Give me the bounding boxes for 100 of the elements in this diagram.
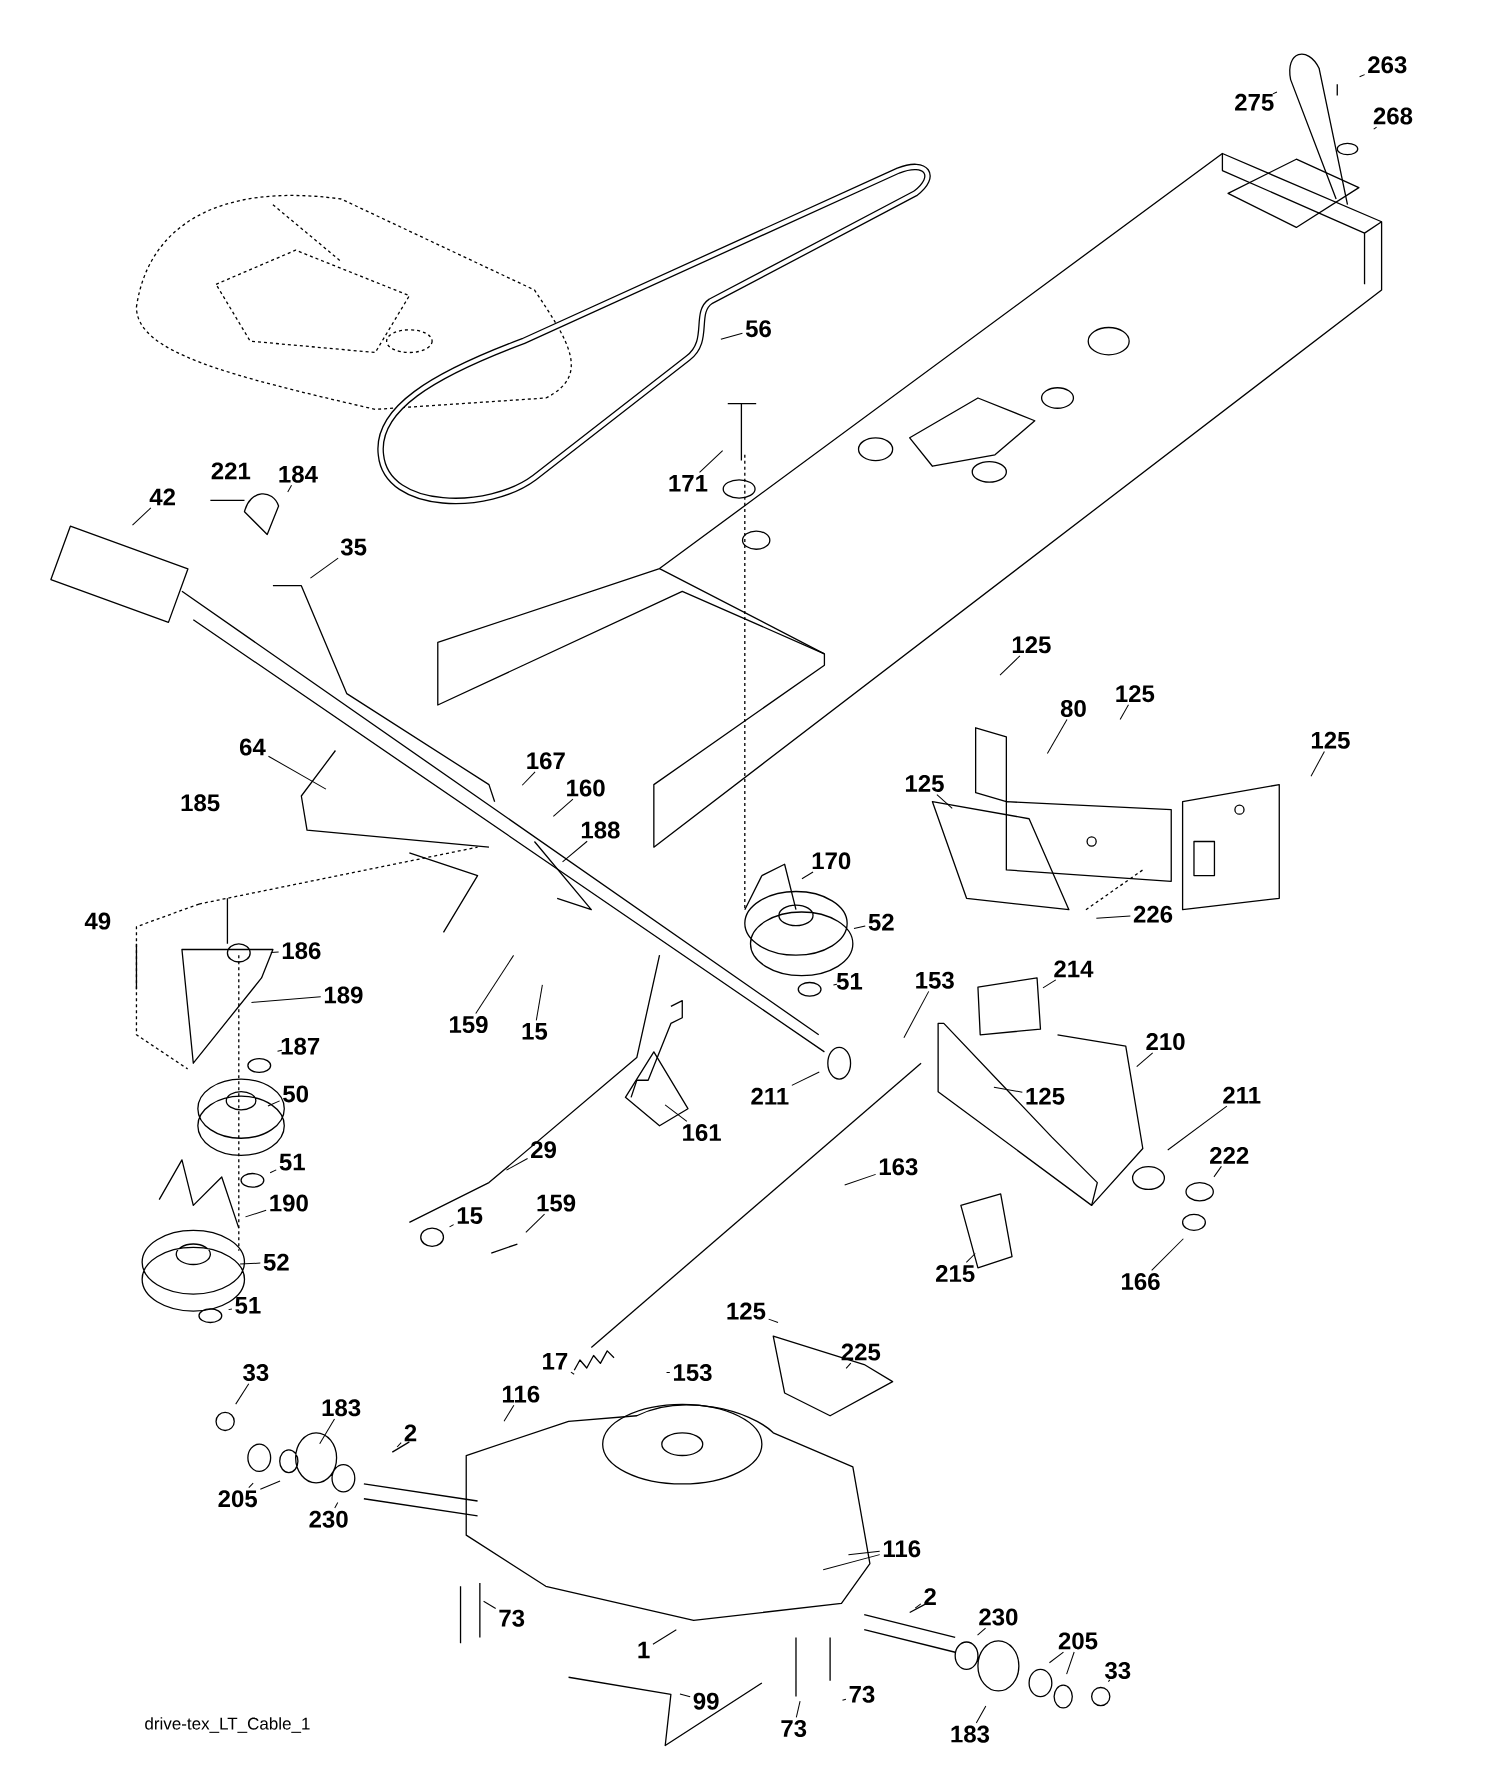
leader-line <box>248 1482 254 1489</box>
callout-number: 230 <box>309 1510 348 1528</box>
callout-number: 159 <box>537 1194 575 1212</box>
leader-line <box>914 1603 922 1609</box>
callout-number: 275 <box>1234 93 1274 111</box>
callout-number: 51 <box>279 1153 305 1171</box>
leader-line <box>250 996 322 1003</box>
callout-number: 73 <box>849 1685 875 1703</box>
callout-number: 125 <box>1026 1087 1065 1105</box>
leader-line <box>844 1173 876 1186</box>
leader-line <box>903 990 930 1039</box>
leader-line <box>396 1442 402 1448</box>
callout-number: 116 <box>502 1385 540 1403</box>
leader-line <box>570 1371 575 1375</box>
callout-number: 51 <box>235 1297 261 1314</box>
leader-line <box>1048 1651 1064 1664</box>
callout-number: 73 <box>499 1609 524 1627</box>
leader-line <box>1167 1105 1228 1151</box>
callout-number: 160 <box>566 779 605 797</box>
callout-number: 184 <box>279 465 318 483</box>
leader-line <box>448 1224 454 1228</box>
callout-number: 52 <box>868 913 894 931</box>
callout-number: 171 <box>669 475 708 492</box>
callout-number: 188 <box>581 821 620 839</box>
leader-line <box>976 1627 986 1636</box>
leader-line <box>227 1308 233 1311</box>
leader-line <box>244 1209 267 1218</box>
leader-line <box>1136 1052 1153 1068</box>
callout-number: 187 <box>281 1037 319 1055</box>
leader-line <box>665 1372 671 1373</box>
callout-number: 125 <box>727 1302 766 1320</box>
callout-number: 221 <box>211 462 250 480</box>
callout-number: 183 <box>951 1725 989 1743</box>
leader-line <box>1042 979 1057 989</box>
leader-line <box>131 507 152 526</box>
leader-line <box>239 1262 261 1265</box>
leader-line <box>475 954 514 1014</box>
leader-line <box>270 951 279 953</box>
callout-number: 161 <box>682 1124 721 1142</box>
callout-number: 215 <box>935 1265 975 1283</box>
callout-number: 125 <box>1116 685 1154 703</box>
leader-line <box>505 1158 528 1171</box>
leader-line <box>1358 74 1365 78</box>
leader-line <box>535 984 543 1021</box>
callout-number: 125 <box>905 775 944 792</box>
file-name: drive-tex_LT_Cable_1 <box>144 1717 310 1733</box>
leader-line <box>832 983 838 986</box>
callout-number: 42 <box>149 488 175 506</box>
callout-number: 1 <box>638 1641 650 1659</box>
leader-line <box>847 1550 881 1556</box>
leader-line <box>276 1049 283 1052</box>
callout-number: 167 <box>527 752 565 770</box>
callout-number: 15 <box>457 1207 483 1224</box>
callout-number: 226 <box>1133 905 1172 923</box>
leader-line <box>267 1100 280 1107</box>
leader-line <box>287 484 292 493</box>
callout-number: 125 <box>1311 731 1350 749</box>
leader-line <box>975 1705 987 1724</box>
callout-number: 189 <box>324 986 363 1004</box>
leader-line <box>552 798 574 817</box>
callout-number: 222 <box>1209 1146 1249 1164</box>
callout-number: 56 <box>745 320 771 338</box>
callout-number: 33 <box>1104 1661 1131 1679</box>
leader-line <box>482 1600 496 1610</box>
leader-line <box>1310 750 1325 777</box>
leader-line <box>561 840 588 863</box>
callout-number: 210 <box>1146 1033 1185 1051</box>
callout-number: 49 <box>84 912 111 930</box>
leader-line <box>822 1554 881 1571</box>
leader-line <box>720 332 743 340</box>
callout-number: 159 <box>449 1016 488 1034</box>
leader-line <box>652 1629 677 1645</box>
leader-line <box>767 1318 779 1323</box>
callout-number: 225 <box>841 1343 880 1361</box>
leader-line <box>1119 704 1129 720</box>
leader-line <box>521 771 536 786</box>
callout-number: 183 <box>322 1399 361 1417</box>
callout-number: 15 <box>522 1023 547 1040</box>
callout-number: 51 <box>836 972 862 990</box>
callout-number: 64 <box>239 738 266 756</box>
leader-line <box>503 1404 515 1422</box>
leader-line <box>845 1362 852 1369</box>
leader-line <box>801 871 814 880</box>
callout-number: 99 <box>693 1692 719 1710</box>
callout-number: 170 <box>812 852 851 870</box>
callout-number: 52 <box>263 1253 289 1271</box>
callout-number: 2 <box>404 1424 417 1442</box>
callout-number: 73 <box>781 1719 806 1737</box>
leader-line <box>1151 1238 1184 1271</box>
callout-number: 214 <box>1054 960 1094 978</box>
callout-number: 263 <box>1367 56 1407 74</box>
callout-number: 153 <box>916 971 954 989</box>
leader-line <box>841 1698 847 1701</box>
leader-line <box>999 655 1021 676</box>
callout-number: 166 <box>1121 1273 1160 1291</box>
callout-number: 163 <box>879 1158 918 1176</box>
leader-line <box>1213 1165 1222 1178</box>
callout-number: 125 <box>1012 636 1051 654</box>
callout-number: 116 <box>883 1540 921 1558</box>
callout-number: 185 <box>181 794 220 812</box>
